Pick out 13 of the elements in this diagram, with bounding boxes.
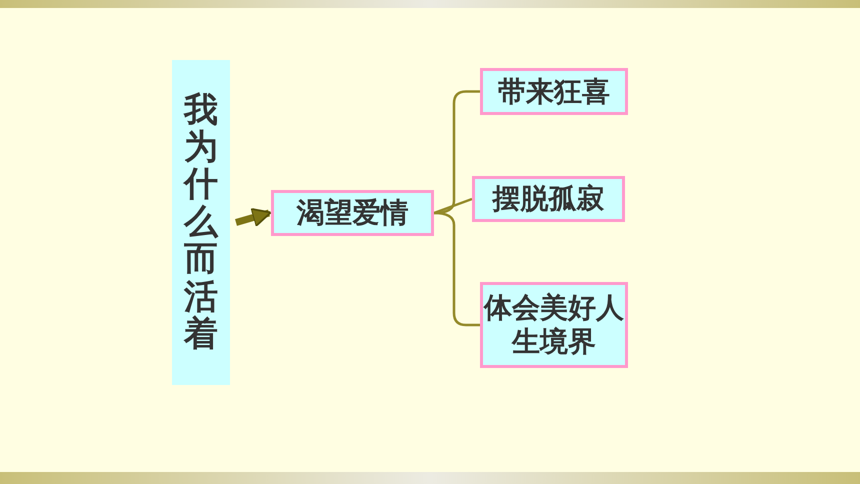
node-text: 我为什么而活着 <box>184 92 218 354</box>
brace-line <box>434 212 480 326</box>
brace-line <box>434 198 472 214</box>
node-text: 带来狂喜 <box>498 74 610 108</box>
text-box <box>472 176 625 222</box>
node-text: 摆脱孤寂 <box>492 182 604 216</box>
text-box <box>480 68 628 115</box>
node-text: 体会美好人生境界 <box>483 291 625 359</box>
text-box <box>480 282 628 368</box>
text-box <box>271 190 434 236</box>
node-text: 渴望爱情 <box>296 196 408 230</box>
block-arrow <box>235 208 272 228</box>
title-column <box>172 60 230 385</box>
